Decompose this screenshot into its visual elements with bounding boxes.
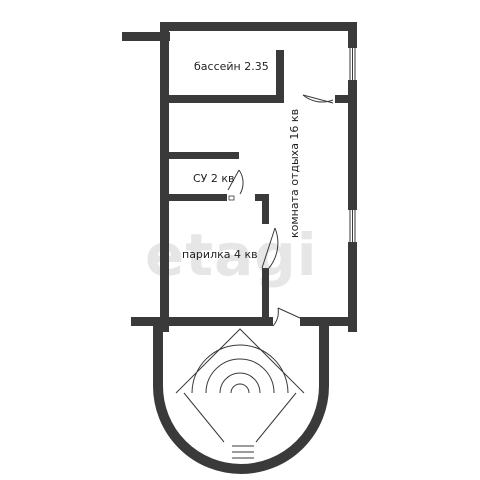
interior-walls [169, 50, 348, 326]
stair-tower [153, 326, 329, 474]
room-label-sauna: парилка 4 кв [182, 248, 258, 261]
room-label-bathroom: СУ 2 кв [193, 172, 235, 185]
doors [227, 94, 334, 327]
exterior-walls [122, 22, 357, 332]
spiral-stair [175, 328, 305, 443]
room-label-pool: бассейн 2.35 [194, 60, 269, 73]
watermark: etagi [145, 221, 318, 289]
room-label-lounge: комната отдыха 16 кв [288, 109, 301, 238]
right-wall-windows [348, 48, 357, 242]
